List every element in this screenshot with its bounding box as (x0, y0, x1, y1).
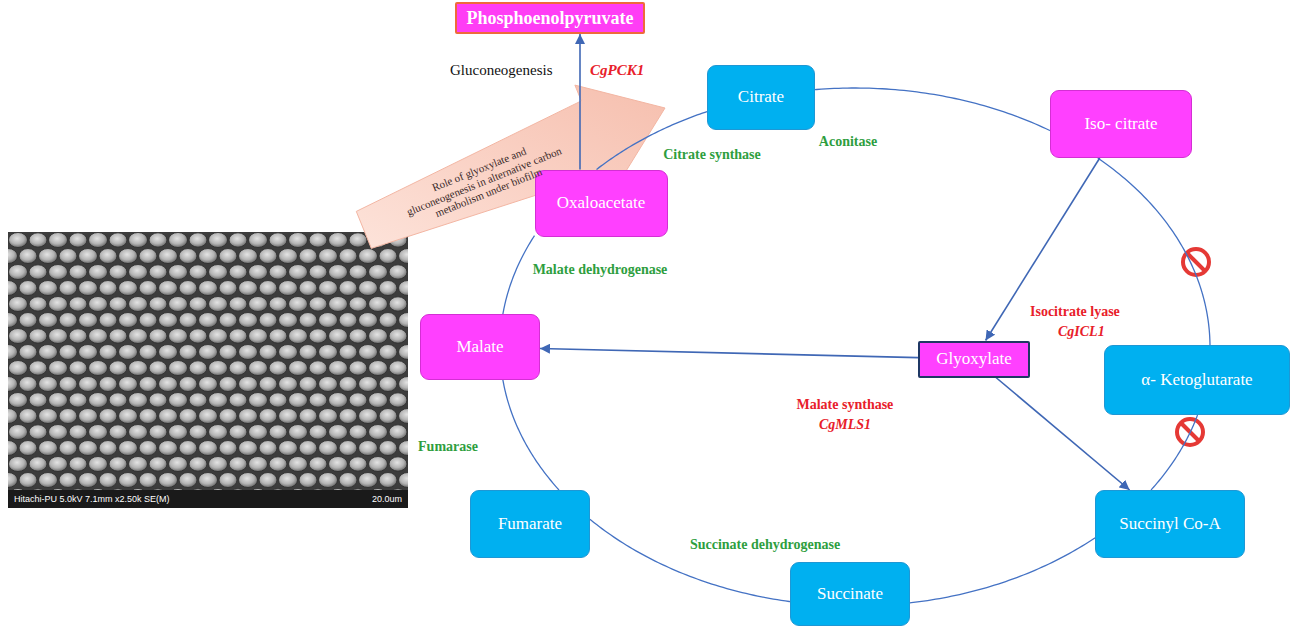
cycle-connector (815, 88, 1050, 131)
cycle-connector (503, 380, 559, 490)
metabolite-name: Phosphoenolpyruvate (466, 8, 633, 29)
metabolite-name: Glyoxylate (936, 349, 1012, 369)
cycle-connector (590, 519, 790, 601)
metabolite-box: Glyoxylate (918, 341, 1030, 378)
blocked-symbol (1183, 249, 1209, 275)
flow-arrow (540, 348, 918, 357)
product-box: Phosphoenolpyruvate (455, 2, 645, 34)
sem-image (8, 232, 408, 508)
enzyme-label: Succinate dehydrogenase (688, 537, 842, 553)
enzyme-label: Aconitase (817, 134, 879, 150)
metabolite-name: α- Ketoglutarate (1141, 370, 1252, 390)
cycle-connector (910, 538, 1095, 603)
metabolite-box: Malate (420, 314, 540, 380)
metabolite-box: Succinyl Co-A (1095, 490, 1245, 558)
metabolite-box: Iso- citrate (1050, 90, 1192, 158)
metabolite-box: Fumarate (470, 490, 590, 558)
metabolite-name: Succinate (817, 584, 883, 604)
metabolite-name: Citrate (738, 87, 784, 107)
cycle-connector (1151, 415, 1198, 490)
gene-label: CgICL1 (1058, 324, 1105, 340)
enzyme-label: Malate dehydrogenase (531, 262, 670, 278)
enzyme-label: Fumarase (416, 439, 480, 455)
metabolite-name: Oxaloacetate (557, 193, 646, 213)
sem-info-strip (8, 490, 408, 508)
metabolite-box: α- Ketoglutarate (1104, 345, 1290, 415)
blocked-ring (1183, 249, 1209, 275)
sem-micrograph (8, 232, 408, 508)
metabolite-box: Succinate (790, 562, 910, 626)
metabolite-name: Fumarate (498, 514, 562, 534)
micrograph-info: Hitachi-PU 5.0kV 7.1mm x2.50k SE(M) (14, 494, 170, 504)
metabolite-name: Malate (456, 337, 503, 357)
scale-label: 20.0um (372, 494, 402, 504)
metabolite-box: Oxaloacetate (535, 170, 668, 237)
metabolite-name: Succinyl Co-A (1119, 514, 1221, 534)
pathway-label: Gluconeogenesis (450, 62, 552, 79)
flow-arrow (579, 34, 581, 170)
metabolite-name: Iso- citrate (1084, 114, 1157, 134)
gene-label: CgPCK1 (590, 62, 644, 79)
enzyme-label: Malate synthase (797, 397, 894, 413)
enzyme-label: Isocitrate lyase (1030, 304, 1120, 320)
enzyme-label: Citrate synthase (661, 147, 763, 163)
metabolite-box: Citrate (707, 65, 815, 130)
gene-label: CgMLS1 (819, 417, 871, 433)
